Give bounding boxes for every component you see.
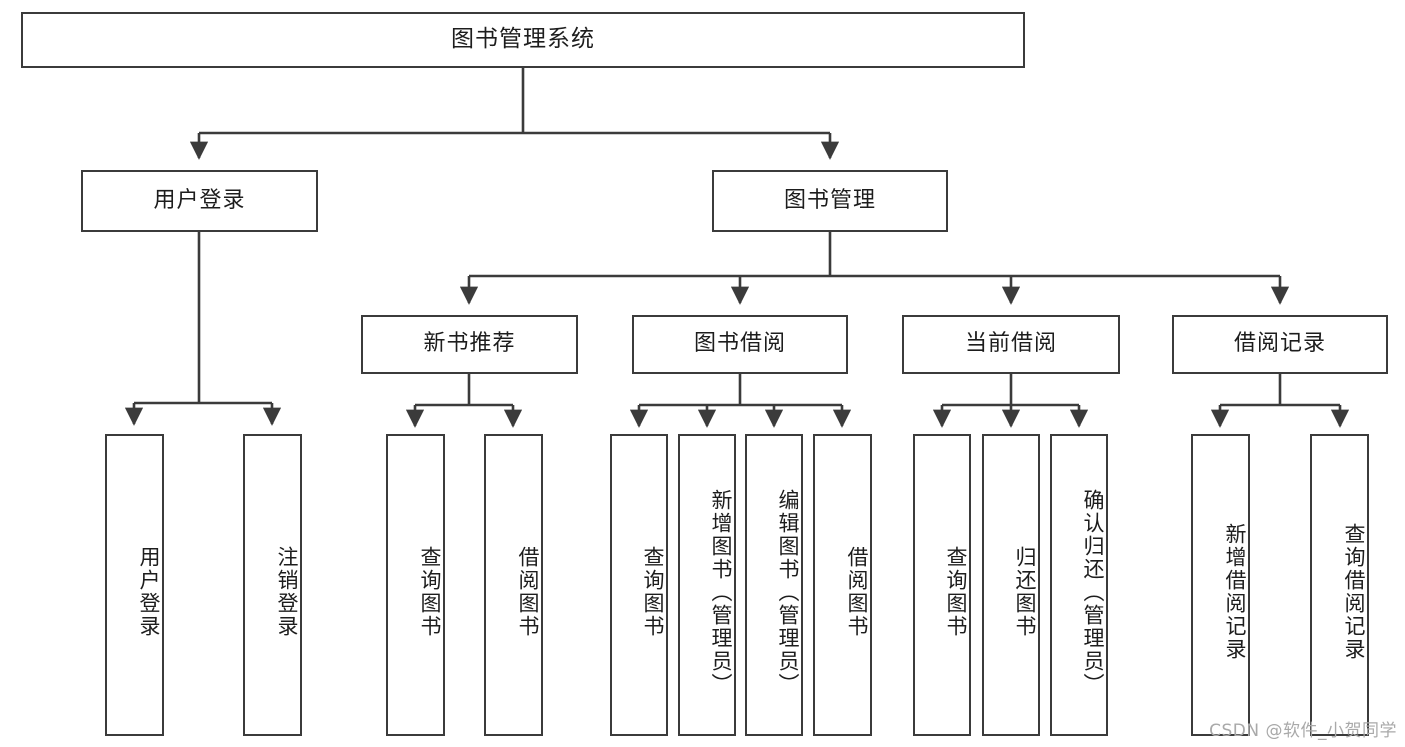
node-book-management[interactable]: 图书管理: [712, 170, 948, 232]
leaf-add-loan-record[interactable]: 新增借阅记录: [1191, 434, 1250, 736]
csdn-watermark: CSDN @软件_小贺同学: [1209, 721, 1397, 741]
leaf-user-login[interactable]: 用户登录: [105, 434, 164, 736]
leaf-query-book-3[interactable]: 查询图书: [913, 434, 971, 736]
leaf-query-book-2-label: 查询图书: [641, 546, 665, 638]
leaf-borrow-book-2-label: 借阅图书: [845, 546, 869, 638]
leaf-confirm-return[interactable]: 确认归还（管理员）: [1050, 434, 1108, 736]
leaf-query-book-1-label: 查询图书: [418, 546, 442, 638]
node-root[interactable]: 图书管理系统: [21, 12, 1025, 68]
leaf-user-login-label: 用户登录: [137, 546, 161, 638]
leaf-query-loan-record[interactable]: 查询借阅记录: [1310, 434, 1369, 736]
leaf-return-book[interactable]: 归还图书: [982, 434, 1040, 736]
leaf-borrow-book-2[interactable]: 借阅图书: [813, 434, 872, 736]
leaf-logout[interactable]: 注销登录: [243, 434, 302, 736]
leaf-return-book-label: 归还图书: [1013, 546, 1037, 638]
node-user-login[interactable]: 用户登录: [81, 170, 318, 232]
leaf-query-book-3-label: 查询图书: [944, 546, 968, 638]
node-current-loan-label: 当前借阅: [964, 331, 1057, 357]
node-book-borrow[interactable]: 图书借阅: [632, 315, 848, 374]
node-root-label: 图书管理系统: [451, 26, 595, 53]
leaf-borrow-book-1[interactable]: 借阅图书: [484, 434, 543, 736]
node-new-book-recommend[interactable]: 新书推荐: [361, 315, 578, 374]
leaf-add-book-admin-label: 新增图书（管理员）: [709, 488, 733, 696]
node-book-management-label: 图书管理: [783, 187, 876, 213]
node-loan-records-label: 借阅记录: [1233, 331, 1326, 357]
leaf-confirm-return-label: 确认归还（管理员）: [1081, 488, 1105, 696]
leaf-query-book-2[interactable]: 查询图书: [610, 434, 668, 736]
node-loan-records[interactable]: 借阅记录: [1172, 315, 1388, 374]
leaf-query-book-1[interactable]: 查询图书: [386, 434, 445, 736]
leaf-add-loan-record-label: 新增借阅记录: [1223, 523, 1247, 661]
leaf-edit-book-admin[interactable]: 编辑图书（管理员）: [745, 434, 803, 736]
node-current-loan[interactable]: 当前借阅: [902, 315, 1120, 374]
node-book-borrow-label: 图书借阅: [693, 331, 786, 357]
leaf-logout-label: 注销登录: [275, 546, 299, 638]
node-new-book-recommend-label: 新书推荐: [423, 331, 516, 357]
leaf-edit-book-admin-label: 编辑图书（管理员）: [776, 488, 800, 696]
leaf-query-loan-record-label: 查询借阅记录: [1342, 523, 1366, 661]
node-user-login-label: 用户登录: [153, 187, 246, 213]
leaf-add-book-admin[interactable]: 新增图书（管理员）: [678, 434, 736, 736]
leaf-borrow-book-1-label: 借阅图书: [516, 546, 540, 638]
